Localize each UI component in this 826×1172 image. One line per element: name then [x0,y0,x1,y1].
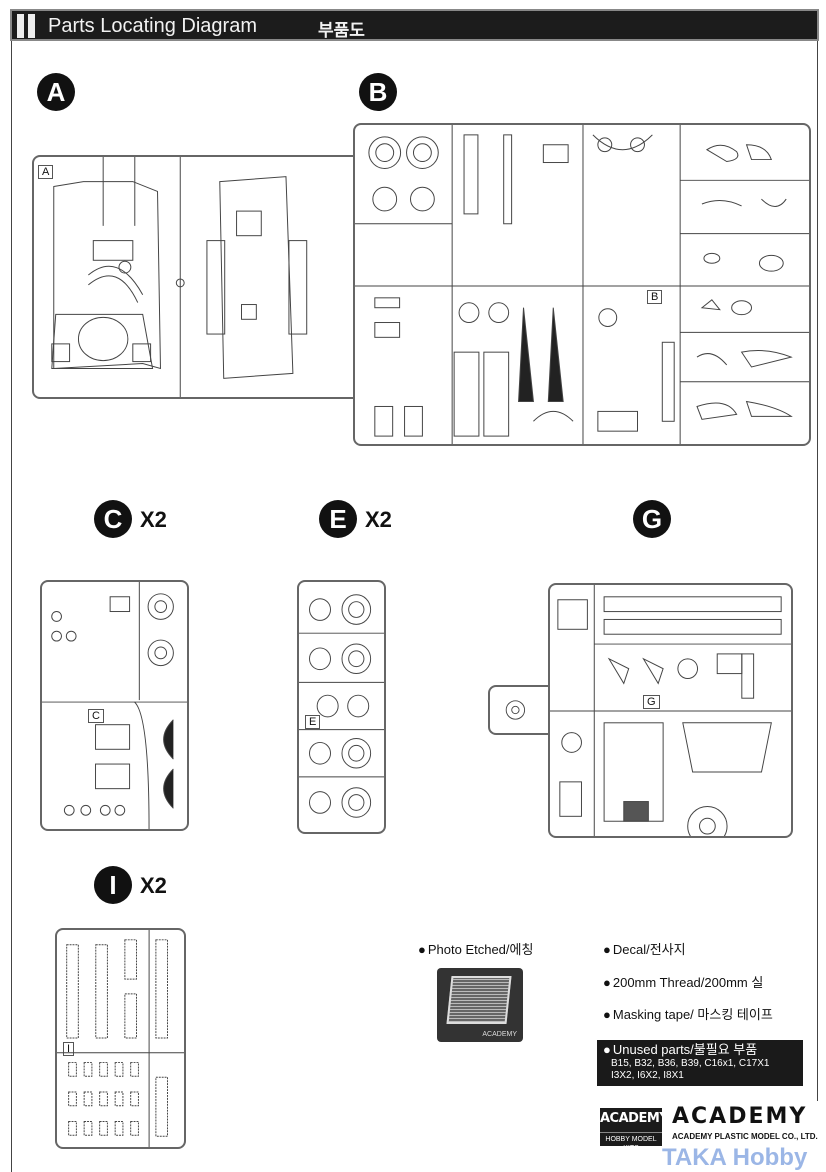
sprue-c: C [40,580,189,831]
thread-label: 200mm Thread/200mm 실 [603,975,763,991]
sprue-i-badge: I [94,866,132,904]
company-name: ACADEMY PLASTIC MODEL CO., LTD. [672,1132,818,1141]
page-header: Parts Locating Diagram 부품도 [10,9,819,41]
unused-parts-box: Unused parts/불필요 부품 B15, B32, B36, B39, … [597,1040,803,1086]
right-border [817,41,818,1101]
sprue-b: B [353,123,811,446]
sprue-i-multiplier: X2 [140,873,167,898]
sprue-a-label: A [38,165,54,179]
photo-etched-image: ACADEMY [437,968,523,1042]
sprue-g-label: G [643,695,660,709]
sprue-i: I [55,928,186,1149]
sprue-e-parts-drawing [299,594,384,818]
sprue-c-parts-drawing [42,582,187,829]
sprue-c-badge: C [94,500,132,538]
academy-small-logo-text: ACADEMY [600,1111,669,1126]
sprue-g: G [548,583,793,838]
sprue-i-parts-drawing [57,930,184,1147]
sprue-g-badge: G [633,500,671,538]
academy-small-logo: ACADEMY HOBBY MODEL KITS [600,1108,669,1152]
sprue-i-label: I [63,1042,75,1056]
sprue-b-badge: B [359,73,397,111]
unused-parts-list-1: B15, B32, B36, B39, C16x1, C17X1 [611,1058,770,1069]
sprue-e-label: E [305,715,321,729]
photo-etched-logo: ACADEMY [482,1031,517,1038]
sprue-a-parts-drawing [51,157,308,397]
unused-parts-title: Unused parts/불필요 부품 [603,1042,797,1058]
sprue-b-parts-drawing [355,125,809,444]
sprue-e-badge: E [319,500,357,538]
photo-etched-label: Photo Etched/에칭 [418,942,534,958]
sprue-g-runner [488,685,550,735]
sprue-g-runner-drawing [505,700,526,720]
decal-label: Decal/전사지 [603,942,686,958]
unused-parts-list-2: I3X2, I6X2, I8X1 [611,1070,684,1081]
left-border [11,41,12,1172]
page-title-korean: 부품도 [318,21,365,40]
sprue-e-multiplier: X2 [365,507,392,532]
academy-small-logo-sub: HOBBY MODEL KITS [600,1132,662,1153]
sprue-c-multiplier: X2 [140,507,167,532]
page-title: Parts Locating Diagram [48,15,257,37]
sprue-g-parts-drawing [550,585,791,836]
sprue-b-label: B [647,290,663,304]
academy-big-logo: ACADEMY [672,1104,808,1129]
sprue-a-badge: A [37,73,75,111]
header-stripe [28,14,35,38]
header-stripe [17,14,24,38]
watermark: TAKA Hobby [662,1144,808,1171]
sprue-e: E [297,580,386,834]
sprue-c-label: C [88,709,104,723]
masking-tape-label: Masking tape/ 마스킹 테이프 [603,1007,773,1023]
photo-etched-grid [446,976,512,1024]
sprue-a: A [32,155,369,399]
